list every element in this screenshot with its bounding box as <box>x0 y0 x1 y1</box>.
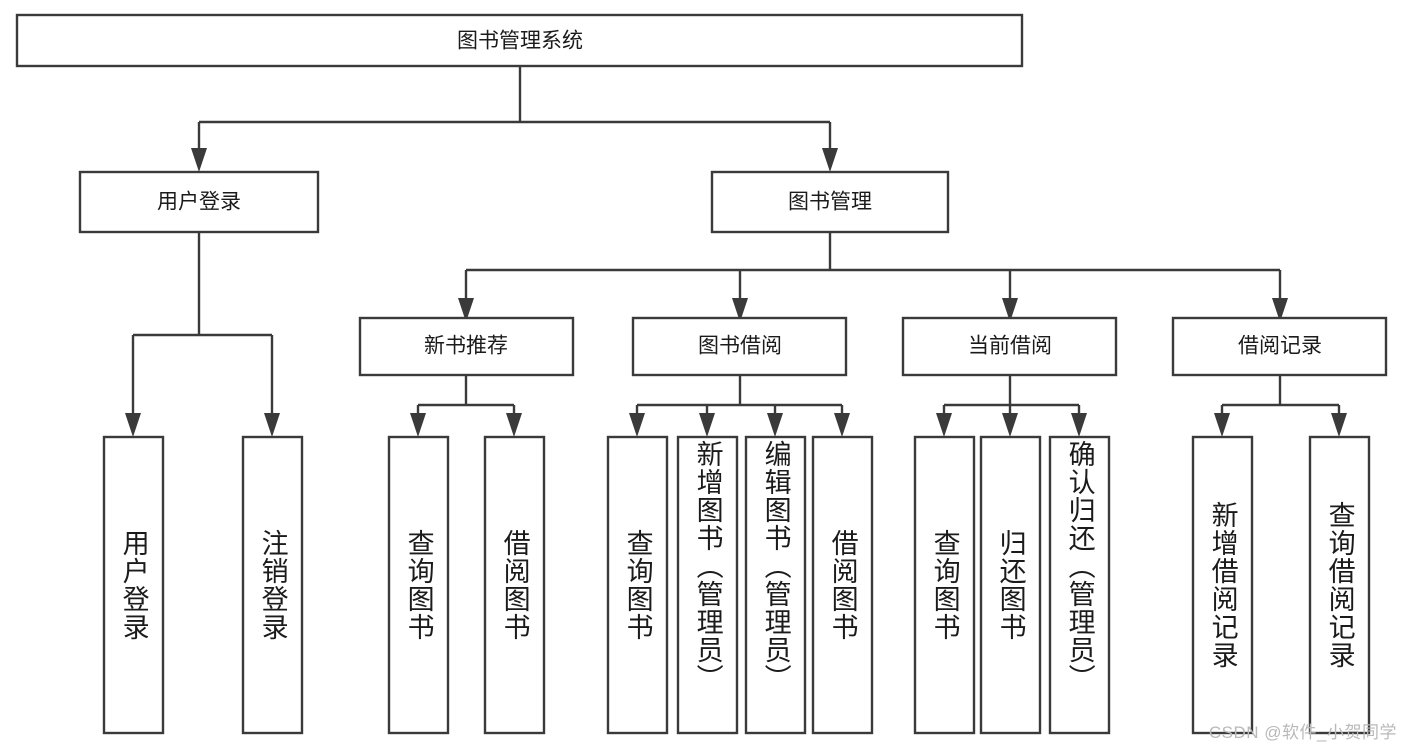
arrow-to-book-borrow <box>732 298 748 322</box>
node-user-login[interactable] <box>78 170 320 234</box>
label-book-borrow: 图书借阅 <box>698 335 782 358</box>
arrow-to-leaf-return-book <box>1002 413 1018 437</box>
arrow-to-current-borrow <box>1002 298 1018 322</box>
node-current-borrow[interactable] <box>901 316 1118 377</box>
connector-group <box>125 65 1347 437</box>
arrow-to-leaf-borrow-book-1 <box>506 413 522 437</box>
node-leaf-return-book[interactable] <box>979 435 1042 735</box>
arrow-to-user-login <box>191 148 207 172</box>
node-box-group <box>15 13 1388 735</box>
node-leaf-query-book-1[interactable] <box>387 435 450 735</box>
arrow-to-leaf-edit-book <box>767 413 783 437</box>
arrow-to-leaf-query-book-3 <box>936 413 952 437</box>
arrow-to-leaf-query-record <box>1331 413 1347 437</box>
csdn-watermark: CSDN @软件_小贺同学 <box>1208 723 1397 742</box>
arrow-to-borrow-record <box>1272 298 1288 322</box>
label-new-book-rec: 新书推荐 <box>424 335 508 358</box>
label-user-login: 用户登录 <box>157 191 241 214</box>
node-leaf-logout[interactable] <box>241 435 304 735</box>
arrow-to-leaf-logout <box>264 413 280 437</box>
node-leaf-edit-book[interactable] <box>744 435 807 735</box>
node-leaf-query-book-3[interactable] <box>913 435 976 735</box>
arrow-to-leaf-add-record <box>1214 413 1230 437</box>
label-book-manage: 图书管理 <box>788 191 872 214</box>
horizontal-label-group: 图书管理系统 用户登录 图书管理 新书推荐 图书借阅 当前借阅 借阅记录 <box>157 30 1322 358</box>
arrow-to-new-book-rec <box>458 298 474 322</box>
arrow-to-leaf-borrow-book-2 <box>834 413 850 437</box>
arrow-to-leaf-query-book-1 <box>410 413 426 437</box>
arrow-to-leaf-user-login <box>125 413 141 437</box>
node-book-borrow[interactable] <box>631 316 848 377</box>
arrow-to-book-manage <box>822 148 838 172</box>
node-leaf-query-record[interactable] <box>1308 435 1371 735</box>
node-root[interactable] <box>15 13 1024 68</box>
node-leaf-user-login[interactable] <box>102 435 165 735</box>
arrow-to-leaf-query-book-2 <box>629 413 645 437</box>
label-root: 图书管理系统 <box>457 30 583 53</box>
node-leaf-query-book-2[interactable] <box>606 435 669 735</box>
node-borrow-record[interactable] <box>1171 316 1388 377</box>
node-new-book-rec[interactable] <box>358 316 575 377</box>
node-leaf-add-book[interactable] <box>676 435 739 735</box>
label-borrow-record: 借阅记录 <box>1238 335 1322 358</box>
node-leaf-confirm-return[interactable] <box>1048 435 1111 735</box>
label-current-borrow: 当前借阅 <box>968 335 1052 358</box>
node-leaf-borrow-book-1[interactable] <box>483 435 546 735</box>
node-leaf-add-record[interactable] <box>1191 435 1254 735</box>
arrow-to-leaf-confirm-return <box>1071 413 1087 437</box>
node-book-manage[interactable] <box>710 170 950 234</box>
node-leaf-borrow-book-2[interactable] <box>811 435 874 735</box>
arrow-to-leaf-add-book <box>699 413 715 437</box>
